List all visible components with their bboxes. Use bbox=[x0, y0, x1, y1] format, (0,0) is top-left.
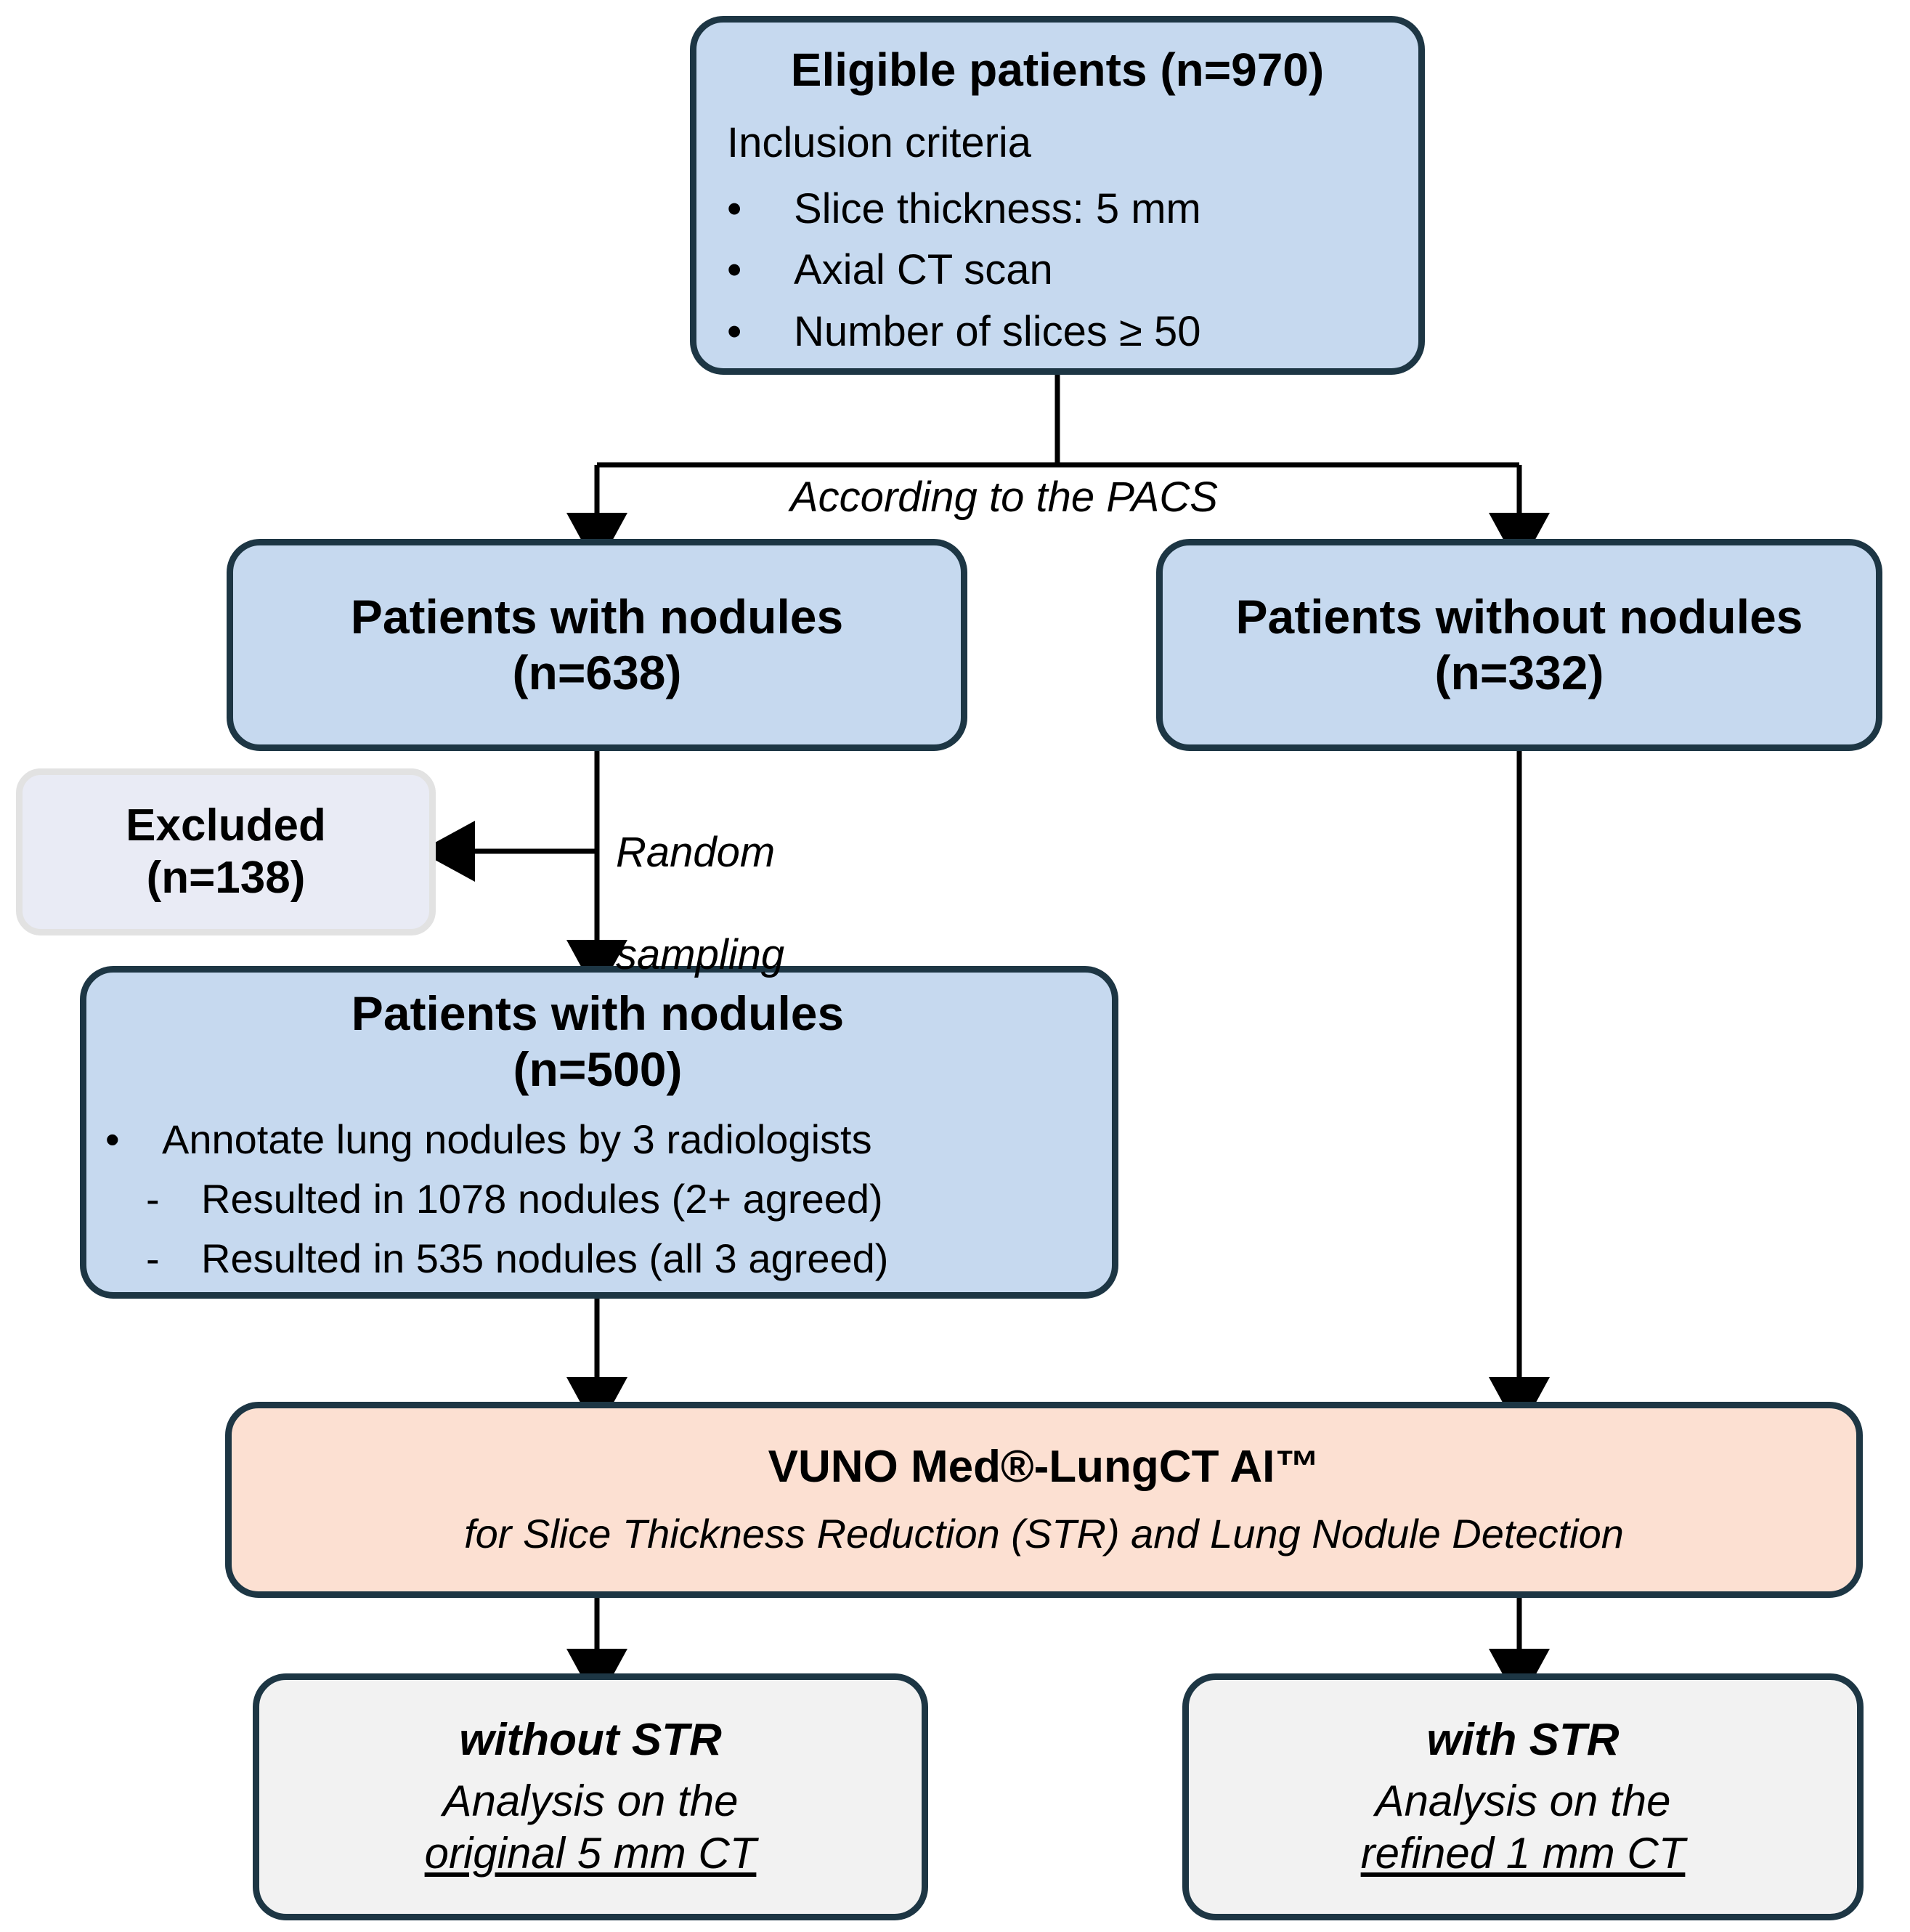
node-vuno-med-lungct-ai: VUNO Med®-LungCT AI™ for Slice Thickness… bbox=[225, 1402, 1863, 1598]
node-excluded: Excluded (n=138) bbox=[16, 768, 436, 935]
list-item-label: Slice thickness: 5 mm bbox=[794, 184, 1201, 232]
node-patients-with-nodules-500: Patients with nodules (n=500) • Annotate… bbox=[80, 966, 1118, 1299]
bullet-marker: • bbox=[727, 308, 742, 356]
list-item: • Slice thickness: 5 mm bbox=[727, 179, 1388, 240]
list-item-label: Resulted in 535 nodules (all 3 agreed) bbox=[201, 1235, 889, 1281]
list-item-label: Axial CT scan bbox=[794, 246, 1053, 294]
connector-eligible-to-split bbox=[566, 375, 1550, 569]
node-line-2: (n=500) bbox=[513, 1042, 683, 1096]
node-arm-title: without STR bbox=[459, 1715, 722, 1766]
node-patients-with-nodules-638: Patients with nodules (n=638) bbox=[227, 539, 967, 751]
node-patients-without-nodules-332: Patients without nodules (n=332) bbox=[1156, 539, 1882, 751]
list-item: - Resulted in 1078 nodules (2+ agreed) bbox=[105, 1169, 1090, 1229]
node-arm-line-1: Analysis on the bbox=[442, 1776, 739, 1825]
node-eligible-patients-title: Eligible patients (n=970) bbox=[790, 44, 1325, 96]
node-line-2: (n=638) bbox=[512, 646, 682, 699]
node-line-2: (n=332) bbox=[1434, 646, 1604, 699]
node-line-2: (n=138) bbox=[146, 853, 306, 903]
list-item-label: Resulted in 1078 nodules (2+ agreed) bbox=[201, 1175, 883, 1222]
list-item-label: Annotate lung nodules by 3 radiologists bbox=[162, 1116, 872, 1163]
node-without-str: without STR Analysis on the original 5 m… bbox=[253, 1673, 928, 1920]
bullet-marker: • bbox=[105, 1116, 120, 1163]
list-item: • Number of slices ≥ 50 bbox=[727, 301, 1388, 363]
node-arm-description: Analysis on the original 5 mm CT bbox=[277, 1775, 904, 1880]
node-line-1: Patients with nodules bbox=[351, 986, 845, 1040]
edge-label-line-2: sampling bbox=[616, 931, 785, 979]
node-arm-line-2: original 5 mm CT bbox=[424, 1828, 757, 1878]
node-with-str: with STR Analysis on the refined 1 mm CT bbox=[1182, 1673, 1864, 1920]
edge-label-line-1: Random bbox=[616, 828, 776, 876]
edge-label-according-to-pacs: According to the PACS bbox=[790, 474, 1218, 521]
node-eligible-patients-subhead: Inclusion criteria bbox=[727, 119, 1032, 167]
list-item: • Annotate lung nodules by 3 radiologist… bbox=[105, 1110, 1090, 1169]
node-arm-line-1: Analysis on the bbox=[1375, 1776, 1671, 1825]
list-item-label: Number of slices ≥ 50 bbox=[794, 308, 1201, 356]
node-arm-description: Analysis on the refined 1 mm CT bbox=[1206, 1775, 1840, 1880]
node-arm-title: with STR bbox=[1426, 1715, 1620, 1766]
node-arm-line-2: refined 1 mm CT bbox=[1360, 1828, 1686, 1878]
bullet-marker: • bbox=[727, 246, 742, 294]
dash-marker: - bbox=[146, 1175, 160, 1222]
node-line-1: Excluded bbox=[126, 800, 326, 851]
dash-marker: - bbox=[146, 1235, 160, 1281]
node-eligible-patients: Eligible patients (n=970) Inclusion crit… bbox=[690, 16, 1425, 375]
list-item: • Axial CT scan bbox=[727, 240, 1388, 301]
node-product-subtitle: for Slice Thickness Reduction (STR) and … bbox=[464, 1511, 1624, 1557]
node-product-title: VUNO Med®-LungCT AI™ bbox=[768, 1442, 1320, 1493]
node-line-1: Patients without nodules bbox=[1235, 590, 1803, 644]
list-item: - Resulted in 535 nodules (all 3 agreed) bbox=[105, 1229, 1090, 1288]
node-line-1: Patients with nodules bbox=[350, 590, 844, 644]
edge-label-random-sampling: Random sampling bbox=[616, 776, 784, 1033]
annotation-detail-list: • Annotate lung nodules by 3 radiologist… bbox=[105, 1110, 1090, 1288]
inclusion-criteria-list: • Slice thickness: 5 mm • Axial CT scan … bbox=[727, 179, 1388, 363]
bullet-marker: • bbox=[727, 184, 742, 232]
